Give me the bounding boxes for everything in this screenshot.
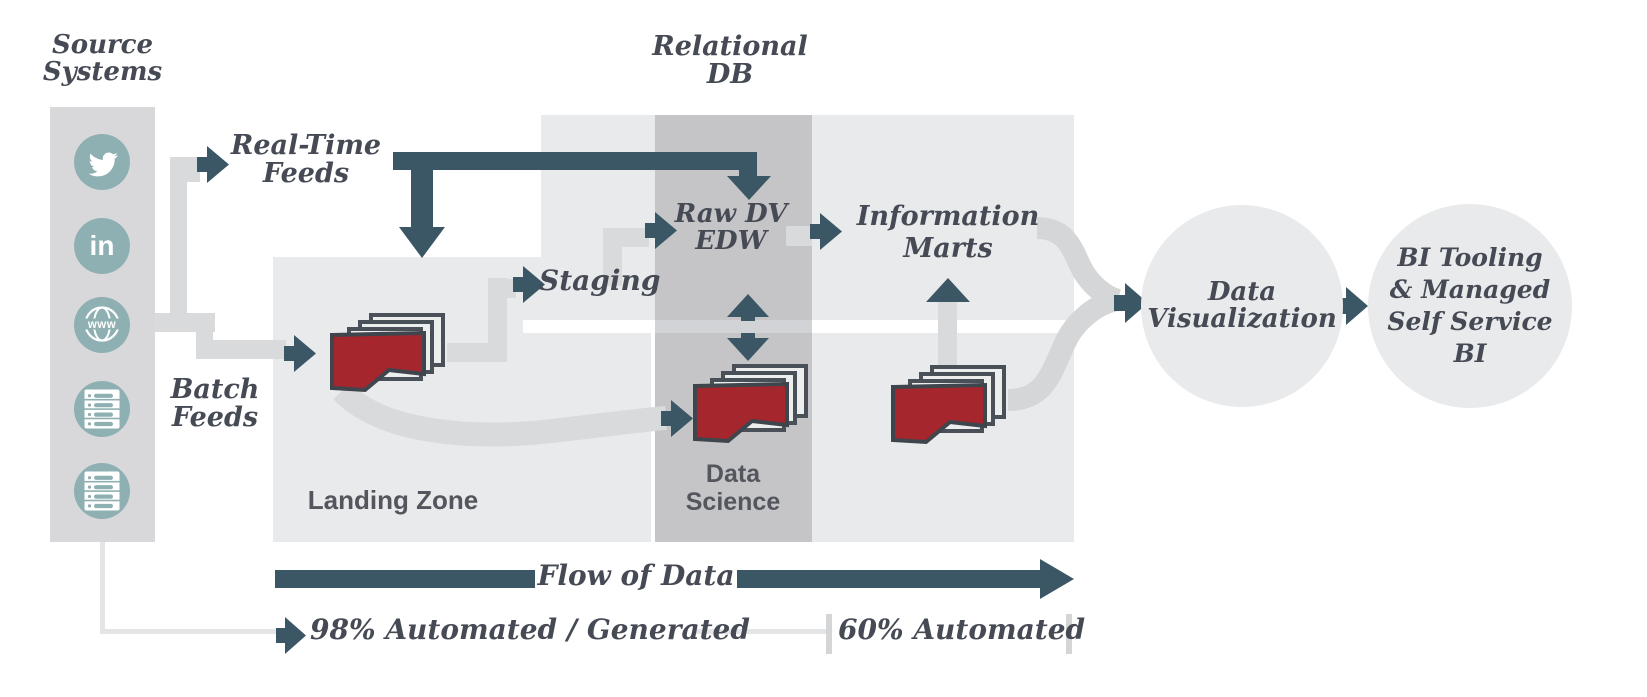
rawdv-line1: Raw DV xyxy=(674,199,788,229)
flow-of-data-label: Flow of Data xyxy=(537,559,735,592)
dv-line1: Data xyxy=(1207,276,1277,307)
relational-line1: Relational xyxy=(652,31,808,62)
real-time-thick-bar xyxy=(393,152,757,170)
data-science-line1: Data xyxy=(705,460,761,488)
relational-line2: DB xyxy=(706,59,754,91)
flow-arrowhead xyxy=(1040,559,1074,599)
bi-line1: BI Tooling xyxy=(1397,243,1543,272)
real-time-line1: Real-Time xyxy=(230,130,382,161)
rawdv-in-arrow-icon xyxy=(645,212,677,249)
bi-tooling-label: BI Tooling & Managed Self Service BI xyxy=(1387,242,1552,370)
drop-line-horizontal xyxy=(100,629,277,634)
relational-db-title: Relational DB xyxy=(630,31,830,91)
automated-98-label: 98% Automated / Generated xyxy=(310,613,750,646)
98-to-60-line xyxy=(693,629,826,634)
flow-bar-left xyxy=(275,570,535,588)
web-globe-icon: www xyxy=(74,297,130,353)
flow-bar-right xyxy=(737,570,1040,588)
marts-folder-icon xyxy=(891,365,1006,445)
dv-line2: Visualization xyxy=(1147,304,1337,334)
marts-line1: Information xyxy=(856,201,1040,232)
source-systems-line2: Systems xyxy=(42,57,163,88)
data-science-folder-icon xyxy=(693,364,808,444)
staging-to-rawdv-pipe-v xyxy=(603,246,622,286)
automated-60-label: 60% Automated xyxy=(838,613,1086,646)
batch-feed-arrow-icon xyxy=(284,335,316,372)
staging-arrow-icon xyxy=(513,266,545,303)
data-visualization-label: Data Visualization xyxy=(1147,276,1337,334)
real-time-line2: Feeds xyxy=(262,158,350,190)
bidirectional-arrow-down xyxy=(727,333,769,361)
linkedin-text: in xyxy=(90,230,115,261)
staging-label: Staging xyxy=(539,264,661,297)
landing-to-datascience-swoosh xyxy=(333,382,667,447)
source-systems-line1: Source xyxy=(51,30,154,60)
server-icon xyxy=(74,463,130,519)
landing-zone-label: Landing Zone xyxy=(307,485,479,515)
source-pipe-vertical-up xyxy=(170,157,187,332)
data-science-band-gap xyxy=(655,320,812,333)
twitter-icon xyxy=(74,134,130,190)
bi-line3: Self Service xyxy=(1387,307,1553,336)
staging-to-rawdv-pipe-h xyxy=(603,228,649,247)
data-visualization-circle: Data Visualization xyxy=(1141,205,1343,407)
staging-pipe-elbow xyxy=(488,279,516,298)
real-time-feed-arrow-icon xyxy=(197,146,229,183)
linkedin-icon: in xyxy=(74,218,130,274)
raw-dv-edw-label: Raw DV EDW xyxy=(648,199,814,257)
circles-arrow-icon xyxy=(1336,287,1368,325)
data-science-label: Data Science xyxy=(650,460,816,516)
real-time-down-arrow xyxy=(399,170,445,258)
real-time-elbow-down-arrow xyxy=(727,152,771,200)
column-drop-line xyxy=(100,542,105,634)
information-marts-label: Information Marts xyxy=(848,201,1048,266)
landing-folder-icon xyxy=(330,313,445,393)
bi-tooling-circle: BI Tooling & Managed Self Service BI xyxy=(1368,204,1572,408)
98-arrow-icon xyxy=(276,617,306,654)
bi-line4: BI xyxy=(1453,339,1487,368)
real-time-feeds-label: Real-Time Feeds xyxy=(216,130,396,190)
batch-feeds-label: Batch Feeds xyxy=(150,374,280,434)
rawdv-line2: EDW xyxy=(695,226,767,257)
rawdv-to-marts-pipe xyxy=(786,226,812,246)
marts-arrow-stem xyxy=(938,300,957,373)
marts-line2: Marts xyxy=(903,233,993,265)
bi-line2: & Managed xyxy=(1389,275,1551,304)
data-science-line2: Science xyxy=(685,487,781,516)
batch-pipe xyxy=(196,340,286,359)
bidirectional-arrow-up xyxy=(727,294,769,321)
merge-y-pipes xyxy=(1007,217,1122,411)
batch-line2: Feeds xyxy=(171,402,259,434)
source-systems-title: Source Systems xyxy=(25,30,180,88)
marts-up-arrowhead xyxy=(926,278,970,302)
rawdv-to-marts-arrow-icon xyxy=(810,213,842,250)
merge-arrow-icon xyxy=(1114,283,1148,323)
batch-line1: Batch xyxy=(170,374,260,405)
source-pipe-top xyxy=(170,157,200,182)
60-left-tick xyxy=(826,614,832,654)
staging-pipe-vertical xyxy=(488,278,507,362)
server-icon xyxy=(74,381,130,437)
www-text: www xyxy=(87,319,116,331)
datascience-folder-arrow-icon xyxy=(661,400,693,437)
60-right-tick xyxy=(1066,614,1072,654)
